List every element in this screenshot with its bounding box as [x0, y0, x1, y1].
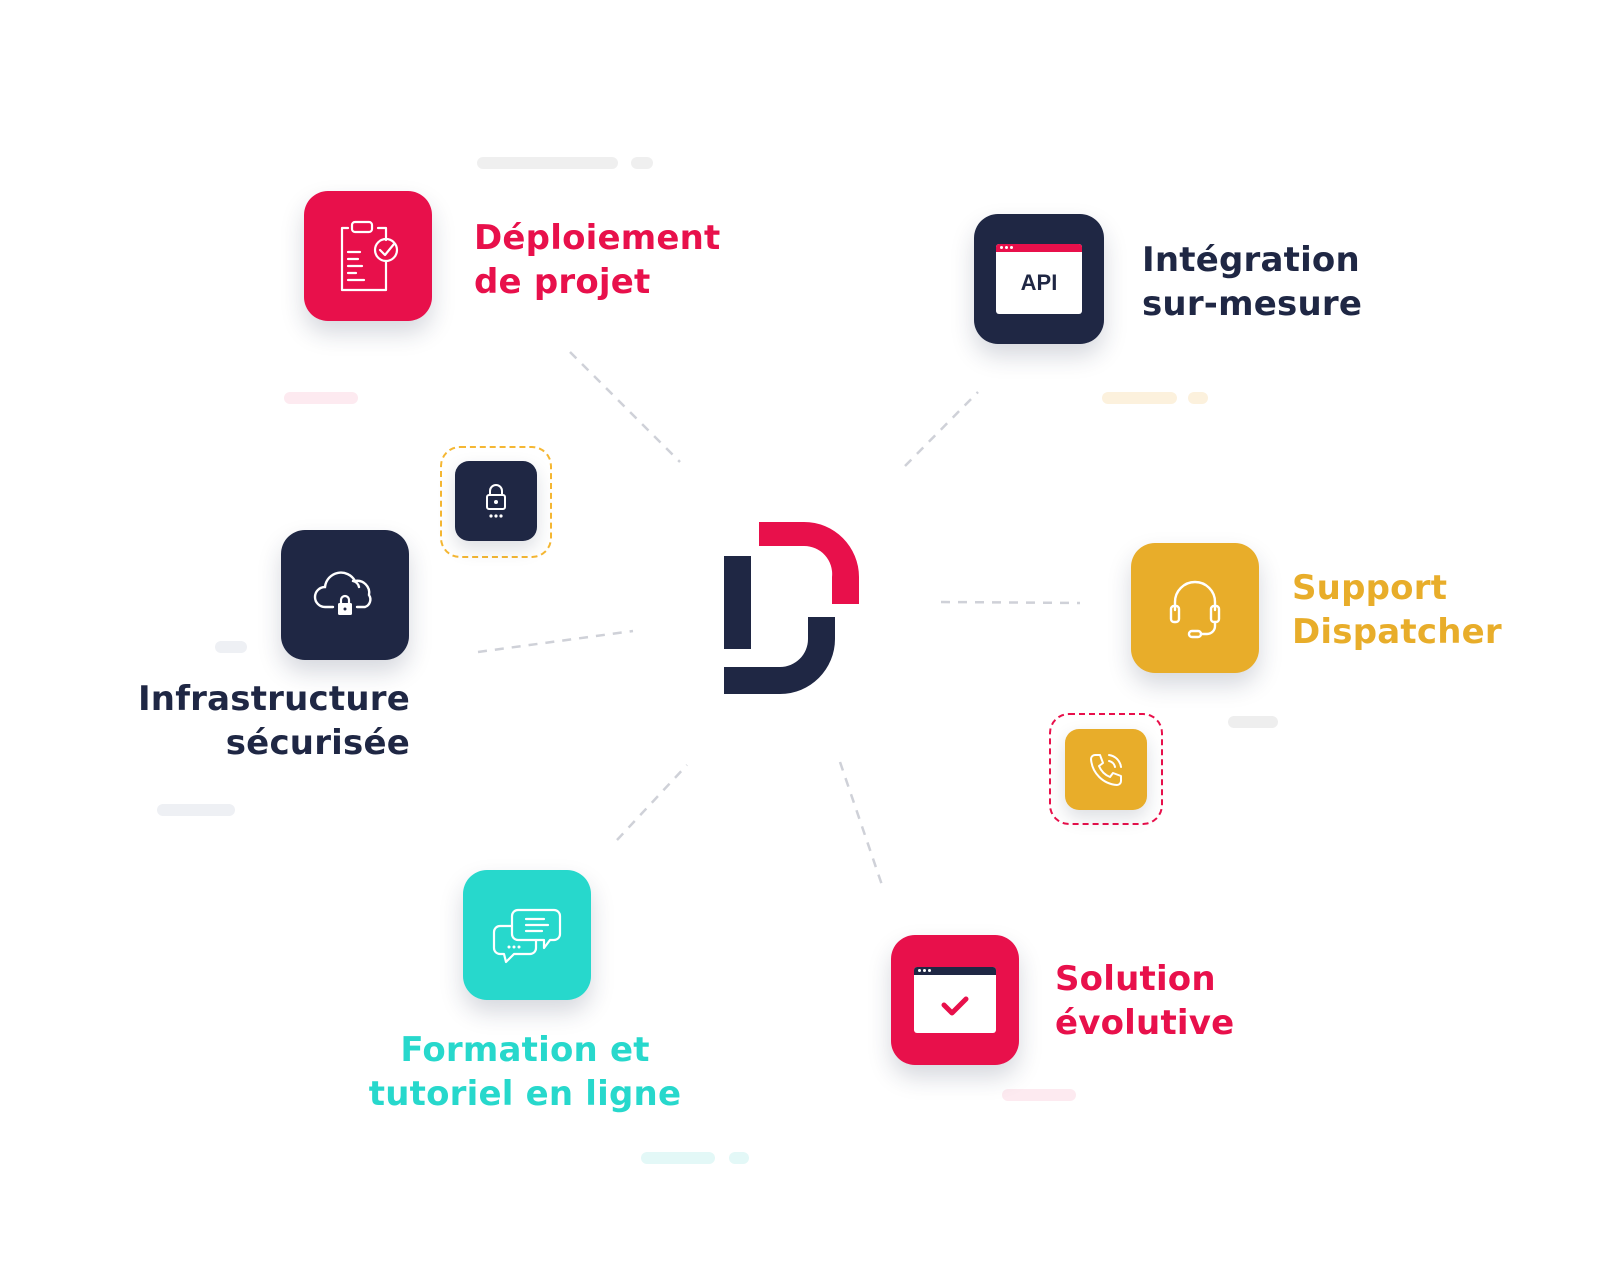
label-line: sécurisée [225, 723, 410, 763]
connector-infrastructure [477, 629, 634, 654]
connector-deploiement [569, 351, 681, 463]
headset-icon [1169, 580, 1221, 639]
password-lock-frame [440, 446, 552, 558]
label-line: tutoriel en ligne [368, 1074, 682, 1114]
decor-pill [1188, 392, 1208, 404]
decor-pill [1228, 716, 1278, 728]
decor-pill [157, 804, 235, 816]
infrastructure-label: Infrastructure sécurisée [124, 677, 410, 765]
label-line: Support [1292, 568, 1448, 608]
api-window-icon: API [996, 244, 1082, 314]
label-line: sur-mesure [1142, 284, 1363, 324]
support-label: Support Dispatcher [1292, 566, 1502, 654]
phone-call-frame [1049, 713, 1163, 825]
label-line: Infrastructure [137, 679, 410, 719]
decor-pill [1102, 392, 1177, 404]
password-lock-icon [486, 484, 506, 518]
connector-solution [838, 761, 885, 889]
formation-tile [463, 870, 591, 1000]
decor-pill [729, 1152, 749, 1164]
solution-label: Solution évolutive [1055, 957, 1234, 1045]
integration-label: Intégration sur-mesure [1142, 238, 1362, 326]
phone-call-icon [1090, 753, 1122, 786]
window-titlebar [914, 967, 996, 975]
decor-pill [631, 157, 653, 169]
label-line: Solution [1055, 959, 1216, 999]
label-line: évolutive [1055, 1003, 1235, 1043]
clipboard-check-icon [340, 220, 399, 292]
decor-pill [477, 157, 618, 169]
decor-pill [284, 392, 358, 404]
decor-pill [641, 1152, 715, 1164]
connector-integration [904, 391, 979, 467]
support-tile [1131, 543, 1259, 673]
cloud-lock-icon [313, 571, 372, 615]
solution-tile [891, 935, 1019, 1065]
decor-pill [215, 641, 247, 653]
deploiement-tile [304, 191, 432, 321]
chat-bubbles-icon [492, 908, 562, 964]
connector-support [940, 600, 1081, 605]
label-line: Formation et [400, 1030, 650, 1070]
formation-label: Formation et tutoriel en ligne [360, 1028, 690, 1116]
api-text: API [1020, 270, 1058, 295]
label-line: Intégration [1142, 240, 1360, 280]
phone-call-tile [1065, 729, 1147, 810]
connector-formation [616, 764, 688, 841]
browser-check-icon [914, 967, 996, 1033]
window-titlebar [996, 244, 1082, 252]
integration-tile: API [974, 214, 1104, 344]
infrastructure-tile [281, 530, 409, 660]
deploiement-label: Déploiement de projet [474, 216, 721, 304]
decor-pill [1002, 1089, 1076, 1101]
d-logo-icon [724, 522, 859, 694]
label-line: de projet [474, 262, 651, 302]
label-line: Déploiement [474, 218, 721, 258]
password-lock-tile [455, 461, 537, 541]
check-icon [941, 996, 969, 1016]
label-line: Dispatcher [1292, 612, 1502, 652]
